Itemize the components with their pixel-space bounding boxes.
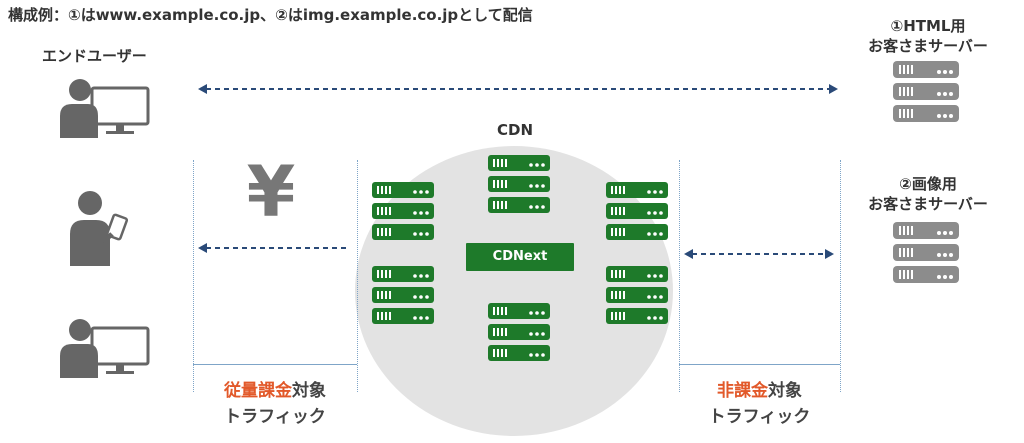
html-traffic-arrow <box>198 84 838 94</box>
unbilled-highlight: 非課金 <box>717 381 768 401</box>
html-server-label-line1: ①HTML用 <box>890 17 966 35</box>
cdn-server-rack-icon <box>488 303 550 361</box>
cdn-server-rack-icon <box>372 266 434 324</box>
billing-separator-line <box>679 160 680 392</box>
billing-separator-line <box>357 160 358 392</box>
unbilled-bracket-line <box>679 364 840 365</box>
server-rack-icon <box>893 222 959 283</box>
billed-traffic-legend: 従量課金対象 トラフィック <box>193 378 357 430</box>
person-at-monitor-icon <box>60 319 150 378</box>
billed-highlight: 従量課金 <box>224 381 292 401</box>
image-server-label-line1: ②画像用 <box>899 175 957 193</box>
diagram-caption: 構成例：①はwww.example.co.jp、②はimg.example.co… <box>8 6 533 24</box>
billed-traffic-arrow <box>198 243 348 253</box>
person-at-monitor-icon <box>60 79 150 138</box>
html-server-label: ①HTML用 お客さまサーバー <box>838 16 1018 56</box>
end-user-label: エンドユーザー <box>42 47 147 65</box>
cdn-server-rack-icon <box>606 182 668 240</box>
yen-icon: ¥ <box>246 151 296 233</box>
unbilled-traffic-arrow <box>684 249 834 259</box>
billed-bracket-line <box>193 364 357 365</box>
unbilled-rest: 対象 <box>768 381 802 401</box>
billed-rest: 対象 <box>292 381 326 401</box>
html-server-label-line2: お客さまサーバー <box>868 37 988 55</box>
cdn-label: CDN <box>497 121 534 139</box>
person-with-phone-icon <box>70 191 129 266</box>
cdn-server-rack-icon <box>372 182 434 240</box>
cdn-server-rack-icon <box>488 155 550 213</box>
image-server-label-line2: お客さまサーバー <box>868 195 988 213</box>
image-server-label: ②画像用 お客さまサーバー <box>838 174 1018 214</box>
billed-line2: トラフィック <box>224 407 326 427</box>
cdn-server-rack-icon <box>606 266 668 324</box>
unbilled-traffic-legend: 非課金対象 トラフィック <box>679 378 840 430</box>
unbilled-line2: トラフィック <box>708 407 811 427</box>
cdnext-badge: CDNext <box>466 243 574 271</box>
server-rack-icon <box>893 61 959 122</box>
billing-separator-line <box>840 160 841 392</box>
billing-separator-line <box>193 160 194 392</box>
